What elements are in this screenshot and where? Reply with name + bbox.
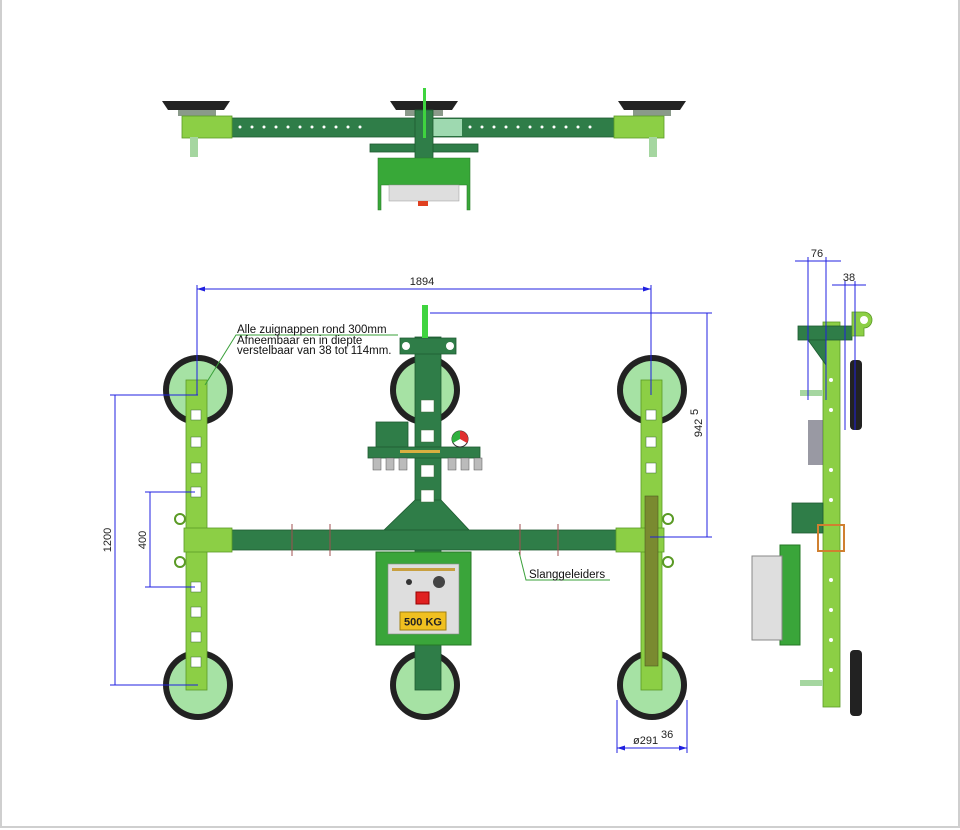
side-top-bracket: [797, 325, 853, 341]
dim-cup-diameter: ø291: [633, 735, 658, 747]
dim-cup-diameter-sup: 36: [661, 729, 673, 741]
top-end-left: [181, 115, 233, 139]
emergency-stop-button: [415, 591, 430, 605]
lug-hole-left: [402, 342, 410, 350]
top-cup-right: [618, 101, 686, 116]
top-control-box: [388, 184, 460, 202]
side-hook-hole: [860, 316, 868, 324]
side-box-frame: [779, 544, 801, 646]
dim-height-sup: 5: [689, 409, 701, 415]
right-lug-hole-top: [662, 513, 674, 525]
cups-note-line-1: Alle zuignappen rond 300mm: [237, 324, 387, 336]
side-cup-bottom: [850, 650, 862, 716]
dimensions-front: 1894 942 5 1200 400 ø291 36: [102, 276, 712, 753]
lug-hole-right: [446, 342, 454, 350]
side-arm-holes: [829, 378, 833, 672]
top-foot-right: [649, 137, 657, 157]
right-arm-holes: [645, 409, 657, 474]
top-view: [162, 88, 686, 211]
side-view: [751, 311, 873, 716]
left-lug-hole-bottom: [174, 556, 186, 568]
gusset: [382, 499, 471, 532]
valve-box: [375, 421, 409, 449]
side-control-box: [751, 555, 783, 641]
cups-note-line-3: verstelbaar van 38 tot 114mm.: [237, 345, 391, 357]
dim-width: 1894: [410, 276, 434, 288]
front-view: 500 KG: [163, 305, 687, 720]
capacity-plate: [399, 611, 447, 631]
dim-arm-step: 400: [137, 531, 149, 549]
dim-height: 942: [693, 419, 705, 437]
vacuum-gauge: [451, 430, 469, 448]
selector-knob: [433, 576, 445, 588]
side-foot-bottom: [800, 680, 823, 686]
side-foot-top: [800, 390, 823, 396]
manifold-label: [400, 450, 440, 453]
annotations: Alle zuignappen rond 300mm Afneembaar en…: [204, 324, 610, 581]
top-lift-eye: [423, 88, 426, 138]
hose-guides-label: Slanggeleiders: [529, 569, 605, 581]
right-arm-cylinder: [644, 495, 659, 667]
top-stop-button: [418, 201, 428, 206]
side-gusset: [807, 339, 827, 367]
dimensions-side: 76 38: [795, 248, 866, 430]
left-lug-hole-top: [174, 513, 186, 525]
main-beam: [229, 529, 621, 551]
capacity-label: 500 KG: [404, 617, 442, 629]
top-foot-left: [190, 137, 198, 157]
lift-lug: [399, 337, 457, 355]
cups-note-line-2: Afneembaar en in diepte: [237, 335, 362, 347]
lift-eye: [422, 305, 428, 338]
dim-side-38: 38: [843, 272, 855, 284]
side-cup-top: [850, 360, 862, 430]
top-box-frame: [377, 157, 471, 211]
right-lug-hole-bottom: [662, 556, 674, 568]
side-clamp: [817, 524, 845, 552]
top-cup-left: [162, 101, 230, 116]
valve-fittings: [372, 457, 483, 471]
left-end-plate: [183, 527, 233, 553]
control-box-header: [392, 568, 455, 571]
top-beam-holes: [238, 125, 592, 129]
top-end-right: [613, 115, 665, 139]
top-beam-window: [425, 119, 462, 136]
dim-side-76: 76: [811, 248, 823, 260]
dim-cup-spacing: 1200: [102, 528, 114, 552]
hose-guides-marks: [291, 524, 559, 556]
indicator-lamp: [406, 579, 412, 585]
side-valve: [808, 420, 823, 465]
